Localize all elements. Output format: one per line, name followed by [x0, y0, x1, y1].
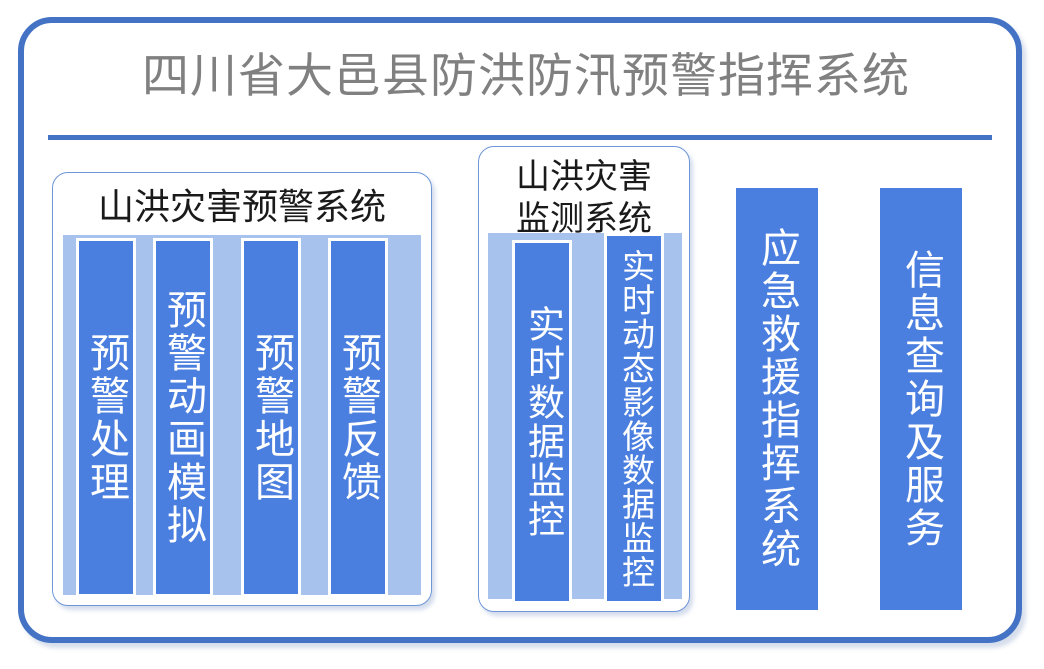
- module-warning-map-label: 预警地图: [249, 331, 294, 504]
- module-warning-processing[interactable]: 预警处理: [76, 238, 136, 597]
- module-realtime-dynamic-imagery-monitoring[interactable]: 实时动态影像数据监控: [604, 233, 664, 604]
- module-realtime-data-monitoring-label: 实时数据监控: [521, 305, 563, 539]
- module-realtime-dynamic-imagery-monitoring-label: 实时动态影像数据监控: [616, 248, 653, 589]
- page-title: 四川省大邑县防洪防汛预警指挥系统: [142, 49, 910, 102]
- module-information-query-and-service-label: 信息查询及服务: [899, 248, 944, 550]
- module-realtime-data-monitoring[interactable]: 实时数据监控: [512, 240, 572, 604]
- panel-warning-system-title: 山洪灾害预警系统: [97, 187, 386, 227]
- module-emergency-rescue-command-system[interactable]: 应急救援指挥系统: [736, 188, 818, 610]
- module-information-query-and-service[interactable]: 信息查询及服务: [880, 188, 962, 610]
- module-warning-animation-simulation[interactable]: 预警动画模拟: [153, 238, 213, 597]
- module-warning-feedback-label: 预警反馈: [336, 331, 381, 504]
- module-emergency-rescue-command-system-label: 应急救援指挥系统: [755, 227, 800, 571]
- module-warning-feedback[interactable]: 预警反馈: [328, 238, 388, 597]
- module-warning-map[interactable]: 预警地图: [241, 238, 301, 597]
- panel-monitoring-system-title-line1: 山洪灾害: [516, 159, 652, 196]
- module-warning-animation-simulation-label: 预警动画模拟: [161, 288, 206, 547]
- module-warning-processing-label: 预警处理: [84, 331, 129, 504]
- title-divider: [48, 135, 992, 140]
